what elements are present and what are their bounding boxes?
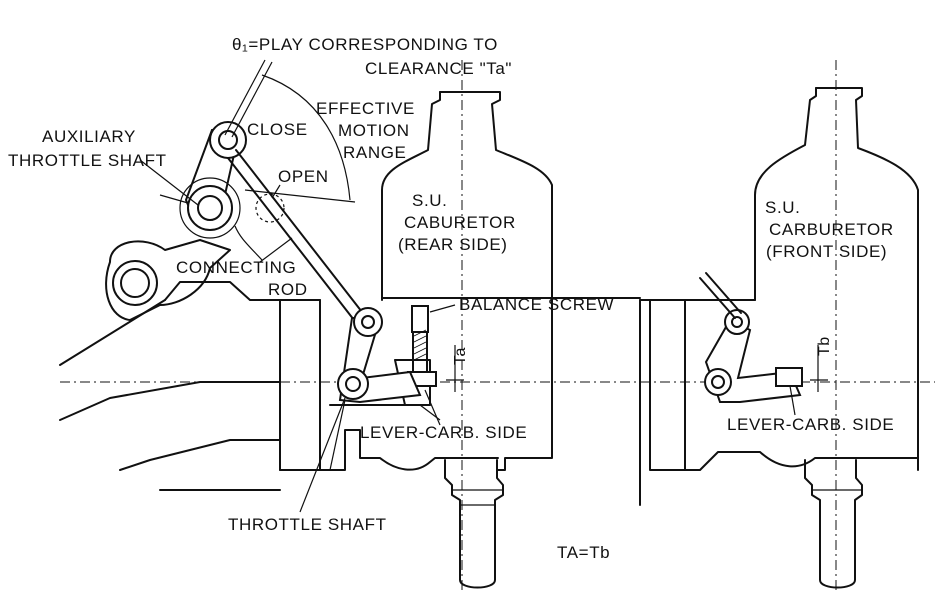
label-throttle-shaft: THROTTLE SHAFT bbox=[228, 515, 387, 534]
label-tb: Tb bbox=[816, 336, 833, 356]
label-throttle-shaft-aux: THROTTLE SHAFT bbox=[8, 151, 167, 170]
label-balance-screw: BALANCE SCREW bbox=[459, 295, 614, 314]
label-front-carburetor: CARBURETOR bbox=[769, 220, 894, 239]
label-effective: EFFECTIVE bbox=[316, 99, 415, 118]
auxiliary-bracket bbox=[105, 239, 231, 321]
label-rear-su: S.U. bbox=[412, 191, 447, 210]
label-rear-side: (REAR SIDE) bbox=[398, 235, 508, 254]
label-rear-caburetor: CABURETOR bbox=[404, 213, 516, 232]
label-front-su: S.U. bbox=[765, 198, 800, 217]
carburetor-rear bbox=[329, 91, 641, 589]
label-range: RANGE bbox=[343, 143, 406, 162]
leader-lines bbox=[139, 159, 796, 513]
label-theta-play: θ₁=PLAY CORRESPONDING TO bbox=[232, 35, 498, 54]
label-open: OPEN bbox=[278, 167, 329, 186]
labels: θ₁=PLAY CORRESPONDING TO CLEARANCE "Ta" … bbox=[8, 35, 894, 562]
auxiliary-linkage bbox=[159, 59, 363, 321]
label-lever-carb-rear: LEVER-CARB. SIDE bbox=[360, 423, 527, 442]
label-ta: Ta bbox=[452, 347, 469, 365]
throttle-lever-rear bbox=[329, 307, 441, 471]
label-clearance: CLEARANCE "Ta" bbox=[365, 59, 512, 78]
label-auxiliary: AUXILIARY bbox=[42, 127, 136, 146]
label-front-side: (FRONT SIDE) bbox=[766, 242, 887, 261]
label-ta-equals-tb: TA=Tb bbox=[557, 543, 610, 562]
label-motion: MOTION bbox=[338, 121, 410, 140]
label-connecting: CONNECTING bbox=[176, 258, 296, 277]
label-lever-carb-front: LEVER-CARB. SIDE bbox=[727, 415, 894, 434]
label-close: CLOSE bbox=[247, 120, 308, 139]
intake-manifold-left bbox=[59, 281, 346, 491]
carburetor-front bbox=[639, 87, 919, 589]
center-lines bbox=[60, 60, 935, 590]
label-rod: ROD bbox=[268, 280, 308, 299]
